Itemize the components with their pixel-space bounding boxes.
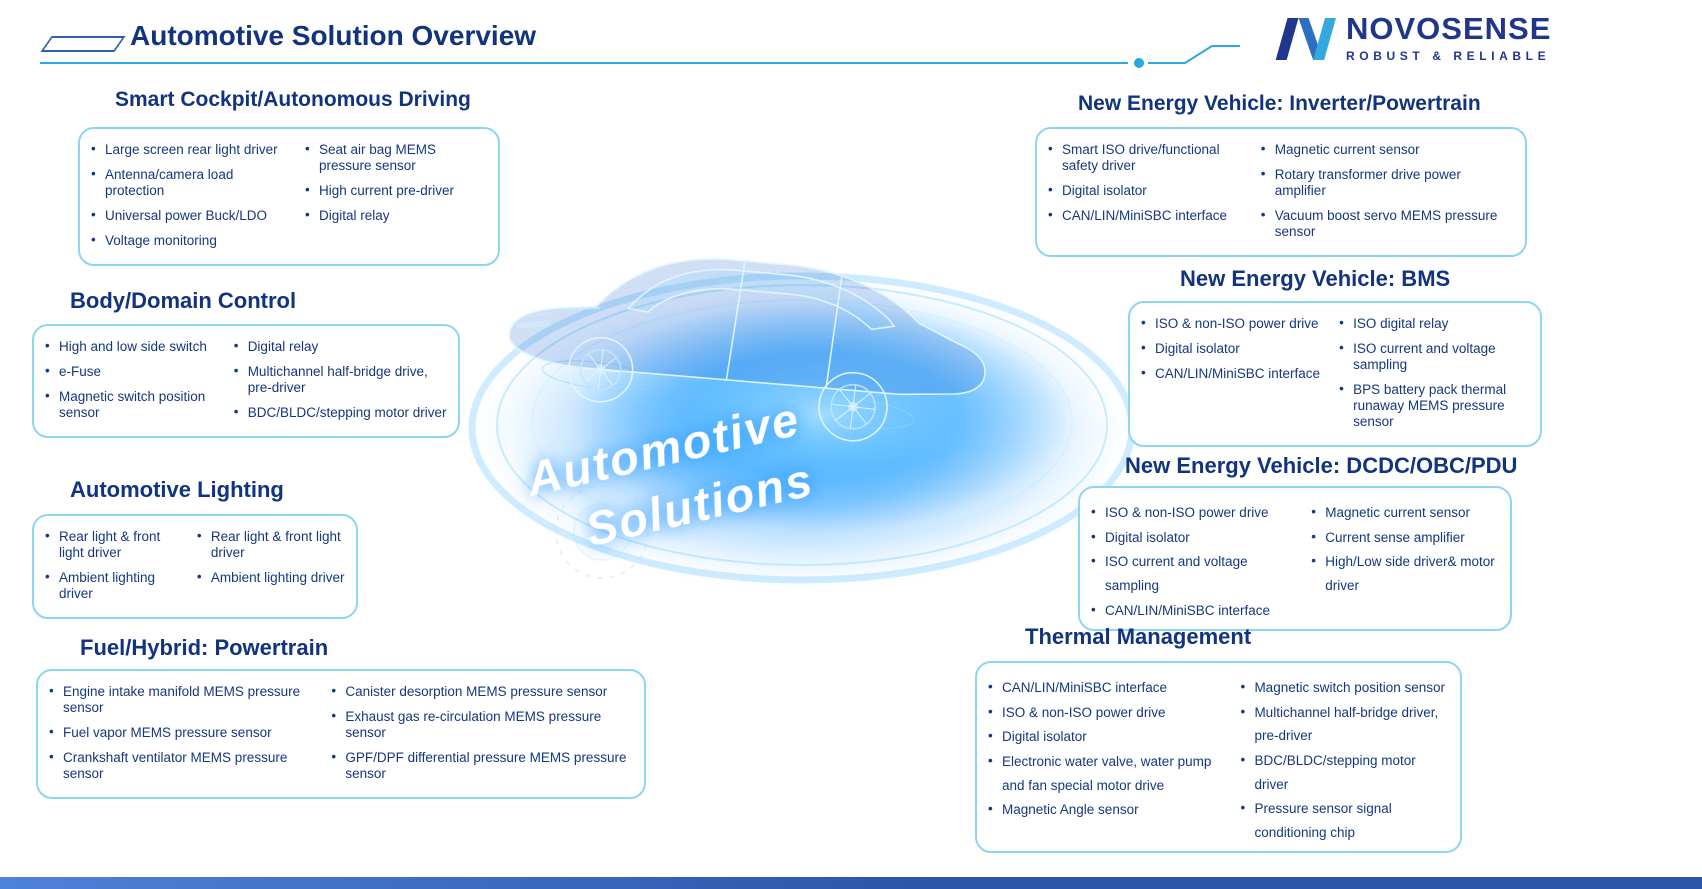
car-wireframe-icon — [508, 258, 986, 442]
list-item: ISO & non-ISO power drive — [985, 700, 1231, 725]
section-box-body-domain: High and low side switch e-FuseMagnetic s… — [32, 324, 460, 438]
car-illustration: Automotive Solutions — [457, 258, 1147, 590]
list-item: Electronic water valve, water pump and f… — [985, 749, 1231, 797]
section-title-body-domain: Body/Domain Control — [70, 288, 297, 313]
list-item: Universal power Buck/LDO — [88, 207, 296, 224]
section-box-thermal: CAN/LIN/MiniSBC interfaceISO & non-ISO p… — [975, 661, 1462, 854]
list-item: GPF/DPF differential pressure MEMS press… — [328, 749, 634, 782]
section-box-lighting: Rear light & front light driverAmbient l… — [32, 514, 358, 619]
list-item: Magnetic switch position sensor — [1237, 675, 1450, 700]
list-item: ISO & non-ISO power drive — [1088, 500, 1302, 525]
feature-list: Magnetic switch position sensorMultichan… — [1237, 675, 1450, 845]
list-item: Current sense amplifier — [1308, 525, 1500, 550]
feature-list: ISO digital relayISO current and voltage… — [1336, 315, 1530, 439]
list-item: Multichannel half-bridge drive, pre-driv… — [231, 363, 448, 396]
list-item: BDC/BLDC/stepping motor driver — [231, 404, 448, 421]
section-box-nev-bms: ISO & non-ISO power driveDigital isolato… — [1128, 301, 1542, 447]
tech-ring-icon — [555, 485, 649, 579]
list-item: Voltage monitoring — [88, 232, 296, 249]
list-item: Seat air bag MEMS pressure sensor — [302, 141, 488, 174]
feature-list: Magnetic current sensorCurrent sense amp… — [1308, 500, 1500, 623]
feature-list: Rear light & front light driverAmbient l… — [42, 528, 188, 611]
list-item: ISO current and voltage sampling — [1088, 549, 1302, 597]
list-item: Rotary transformer drive power amplifier — [1258, 166, 1515, 199]
list-item: Digital relay — [302, 207, 488, 224]
section-box-fuel-hybrid: Engine intake manifold MEMS pressure sen… — [36, 669, 646, 799]
novosense-logo-icon — [1275, 17, 1336, 61]
list-item: CAN/LIN/MiniSBC interface — [1088, 598, 1302, 623]
section-box-nev-inverter: Smart ISO drive/functional safety driver… — [1035, 127, 1527, 257]
section-title-nev-bms: New Energy Vehicle: BMS — [1180, 266, 1451, 291]
logo-tagline: ROBUST & RELIABLE — [1346, 49, 1551, 63]
list-item: Digital isolator — [1045, 182, 1252, 199]
page-title: Automotive Solution Overview — [130, 20, 537, 51]
feature-list: Large screen rear light driverAntenna/ca… — [88, 141, 296, 258]
section-box-nev-dcdc: ISO & non-ISO power driveDigital isolato… — [1078, 486, 1512, 632]
section-box-smart-cockpit: Large screen rear light driverAntenna/ca… — [78, 127, 500, 266]
divider-dot-icon — [1134, 58, 1144, 68]
list-item: BDC/BLDC/stepping motor driver — [1237, 748, 1450, 796]
feature-list: Magnetic current sensorRotary transforme… — [1258, 141, 1515, 249]
feature-list: High and low side switch e-FuseMagnetic s… — [42, 338, 225, 430]
list-item: Canister desorption MEMS pressure sensor — [328, 683, 634, 700]
feature-list: Seat air bag MEMS pressure sensorHigh cu… — [302, 141, 488, 258]
feature-list: CAN/LIN/MiniSBC interfaceISO & non-ISO p… — [985, 675, 1231, 845]
feature-list: Digital relayMultichannel half-bridge dr… — [231, 338, 448, 430]
feature-list: ISO & non-ISO power driveDigital isolato… — [1088, 500, 1302, 623]
list-item: Exhaust gas re-circulation MEMS pressure… — [328, 708, 634, 741]
list-item: Digital isolator — [985, 724, 1231, 749]
feature-list: Smart ISO drive/functional safety driver… — [1045, 141, 1252, 249]
list-item: Antenna/camera load protection — [88, 166, 296, 199]
bottom-accent-bar — [0, 877, 1702, 889]
section-title-lighting: Automotive Lighting — [70, 477, 284, 502]
list-item: High current pre-driver — [302, 182, 488, 199]
list-item: Magnetic current sensor — [1308, 500, 1500, 525]
section-title-nev-dcdc: New Energy Vehicle: DCDC/OBC/PDU — [1125, 453, 1518, 478]
list-item: Crankshaft ventilator MEMS pressure sens… — [46, 749, 322, 782]
feature-list: Rear light & front light driverAmbient l… — [194, 528, 346, 611]
header-divider-line — [40, 45, 1240, 68]
section-title-fuel-hybrid: Fuel/Hybrid: Powertrain — [80, 635, 329, 660]
list-item: e-Fuse — [42, 363, 225, 380]
feature-list: Engine intake manifold MEMS pressure sen… — [46, 683, 322, 791]
list-item: Engine intake manifold MEMS pressure sen… — [46, 683, 322, 716]
list-item: Pressure sensor signal conditioning chip — [1237, 796, 1450, 844]
list-item: ISO & non-ISO power drive — [1138, 315, 1330, 332]
list-item: Digital isolator — [1088, 525, 1302, 550]
section-title-smart-cockpit: Smart Cockpit/Autonomous Driving — [115, 88, 471, 111]
list-item: CAN/LIN/MiniSBC interface — [1045, 207, 1252, 224]
feature-list: Canister desorption MEMS pressure sensor… — [328, 683, 634, 791]
list-item: Digital relay — [231, 338, 448, 355]
section-title-thermal: Thermal Management — [1025, 624, 1252, 649]
list-item: Vacuum boost servo MEMS pressure sensor — [1258, 207, 1515, 240]
list-item: Digital isolator — [1138, 340, 1330, 357]
list-item: BPS battery pack thermal runaway MEMS pr… — [1336, 381, 1530, 430]
list-item: Ambient lighting driver — [42, 569, 188, 602]
logo-wordmark: NOVOSENSE — [1346, 11, 1552, 46]
list-item: Rear light & front light driver — [194, 528, 346, 561]
list-item: Multichannel half-bridge driver, pre-dri… — [1237, 700, 1450, 748]
list-item: Smart ISO drive/functional safety driver — [1045, 141, 1252, 174]
list-item: Magnetic current sensor — [1258, 141, 1515, 158]
list-item: Magnetic switch position sensor — [42, 388, 225, 421]
list-item: CAN/LIN/MiniSBC interface — [1138, 365, 1330, 382]
novosense-logo: NOVOSENSE ROBUST & RELIABLE — [1272, 13, 1551, 65]
section-title-nev-inverter: New Energy Vehicle: Inverter/Powertrain — [1078, 92, 1481, 115]
list-item: ISO digital relay — [1336, 315, 1530, 332]
feature-list: ISO & non-ISO power driveDigital isolato… — [1138, 315, 1330, 439]
list-item: Fuel vapor MEMS pressure sensor — [46, 724, 322, 741]
list-item: High/Low side driver& motor driver — [1308, 549, 1500, 597]
title-decoration-bar — [40, 36, 126, 52]
list-item: Rear light & front light driver — [42, 528, 188, 561]
list-item: Ambient lighting driver — [194, 569, 346, 586]
list-item: Magnetic Angle sensor — [985, 797, 1231, 822]
list-item: ISO current and voltage sampling — [1336, 340, 1530, 373]
list-item: High and low side switch — [42, 338, 225, 355]
list-item: CAN/LIN/MiniSBC interface — [985, 675, 1231, 700]
list-item: Large screen rear light driver — [88, 141, 296, 158]
